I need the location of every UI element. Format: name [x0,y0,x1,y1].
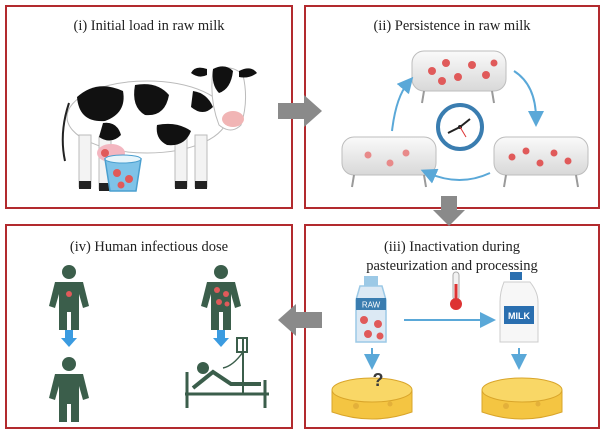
raw-label: RAW [362,301,381,310]
person-icon [49,265,89,330]
hospital-bed-icon [185,337,269,408]
unknown-mark: ? [373,370,384,390]
panel-initial-load: (i) Initial load in raw milk [5,5,293,209]
flow-arrow-left [278,304,322,336]
cow-icon [61,66,257,191]
cheese-icon: ? [331,370,413,420]
flow-arrow-down [433,196,465,226]
clock-icon [436,103,484,151]
milk-label: MILK [508,311,530,321]
down-arrow-icon [61,330,77,347]
cheese-icon [481,377,563,420]
human-outcome-illustration [49,265,269,422]
milk-tank-icon [341,136,437,188]
person-icon [49,357,89,422]
panel-title-line2: pasteurization and processing [366,258,538,274]
panel-persistence: (ii) Persistence in raw milk [304,5,600,209]
cow-illustration [61,66,257,192]
raw-milk-bottle-icon: RAW [355,276,387,343]
milk-bucket-icon [104,154,142,192]
panel-title: (i) Initial load in raw milk [73,18,225,34]
panel-title: (ii) Persistence in raw milk [373,18,531,34]
milk-tank-icon [493,136,589,188]
down-arrow-icon [213,330,229,347]
milk-tank-icon [411,50,507,104]
thermometer-icon [450,271,462,310]
flow-arrow-right [278,95,322,127]
person-icon [201,265,241,330]
cycle-arrow [513,70,544,127]
panel-title-line1: (iii) Inactivation during [383,239,521,255]
milk-jug-icon: MILK [499,272,539,343]
cycle-arrow [420,168,491,184]
cycle-arrow [391,76,414,132]
storage-cycle-illustration [341,50,589,188]
processing-illustration: RAW MILK ? [331,271,563,420]
panel-title: (iv) Human infectious dose [69,239,229,255]
panel-inactivation: (iii) Inactivation during pasteurization… [304,224,600,429]
panel-human-dose: (iv) Human infectious dose [5,224,293,429]
